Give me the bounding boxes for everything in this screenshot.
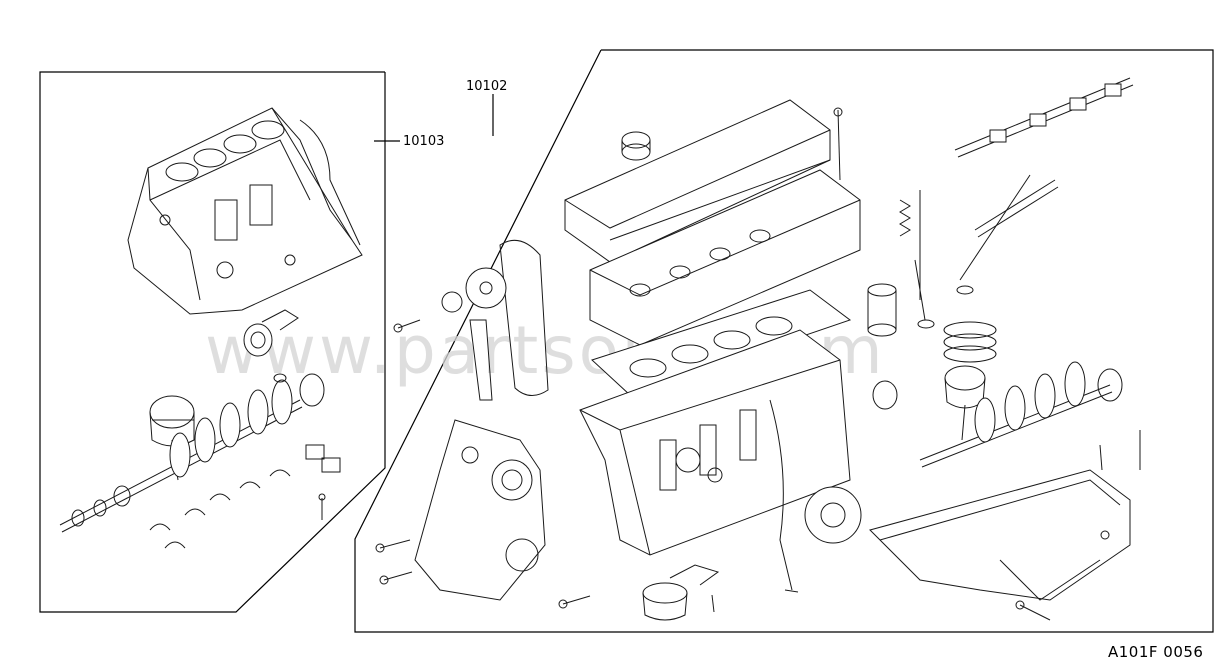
cylinder-block-drawing [127, 107, 363, 315]
head-gasket-drawing [591, 289, 852, 396]
callout-10102-label[interactable]: 10102 [466, 79, 507, 94]
cylinder-sleeve-drawing [867, 283, 897, 337]
callout-10102[interactable]: 10102 [466, 79, 507, 136]
bolts-drawing [375, 107, 1141, 621]
crankshaft-left-drawing [59, 379, 303, 533]
cylinder-head-drawing [589, 159, 861, 346]
engine-block-right-drawing [579, 329, 851, 556]
callout-10103[interactable]: 10103 [374, 134, 444, 149]
callout-10103-label[interactable]: 10103 [403, 134, 444, 149]
oil-pan-drawing [869, 469, 1131, 601]
front-cover-drawing [414, 419, 546, 601]
oil-pump-drawing [642, 486, 862, 621]
crankshaft-right-drawing [872, 361, 1123, 468]
piston-right-drawing [944, 365, 986, 441]
long-block-frame [354, 49, 1214, 633]
dipstick-drawing [769, 399, 799, 593]
oil-seal-retainer-drawing [243, 309, 299, 357]
piston-rings-drawing [943, 321, 997, 363]
figure-code: A101F 0056 [1108, 643, 1203, 661]
short-block-frame [39, 71, 386, 613]
bearings-left-drawing [149, 373, 341, 549]
rocker-shaft-drawing [919, 77, 1134, 300]
valve-drawing [899, 174, 1031, 329]
timing-chain-drawing [441, 239, 549, 401]
